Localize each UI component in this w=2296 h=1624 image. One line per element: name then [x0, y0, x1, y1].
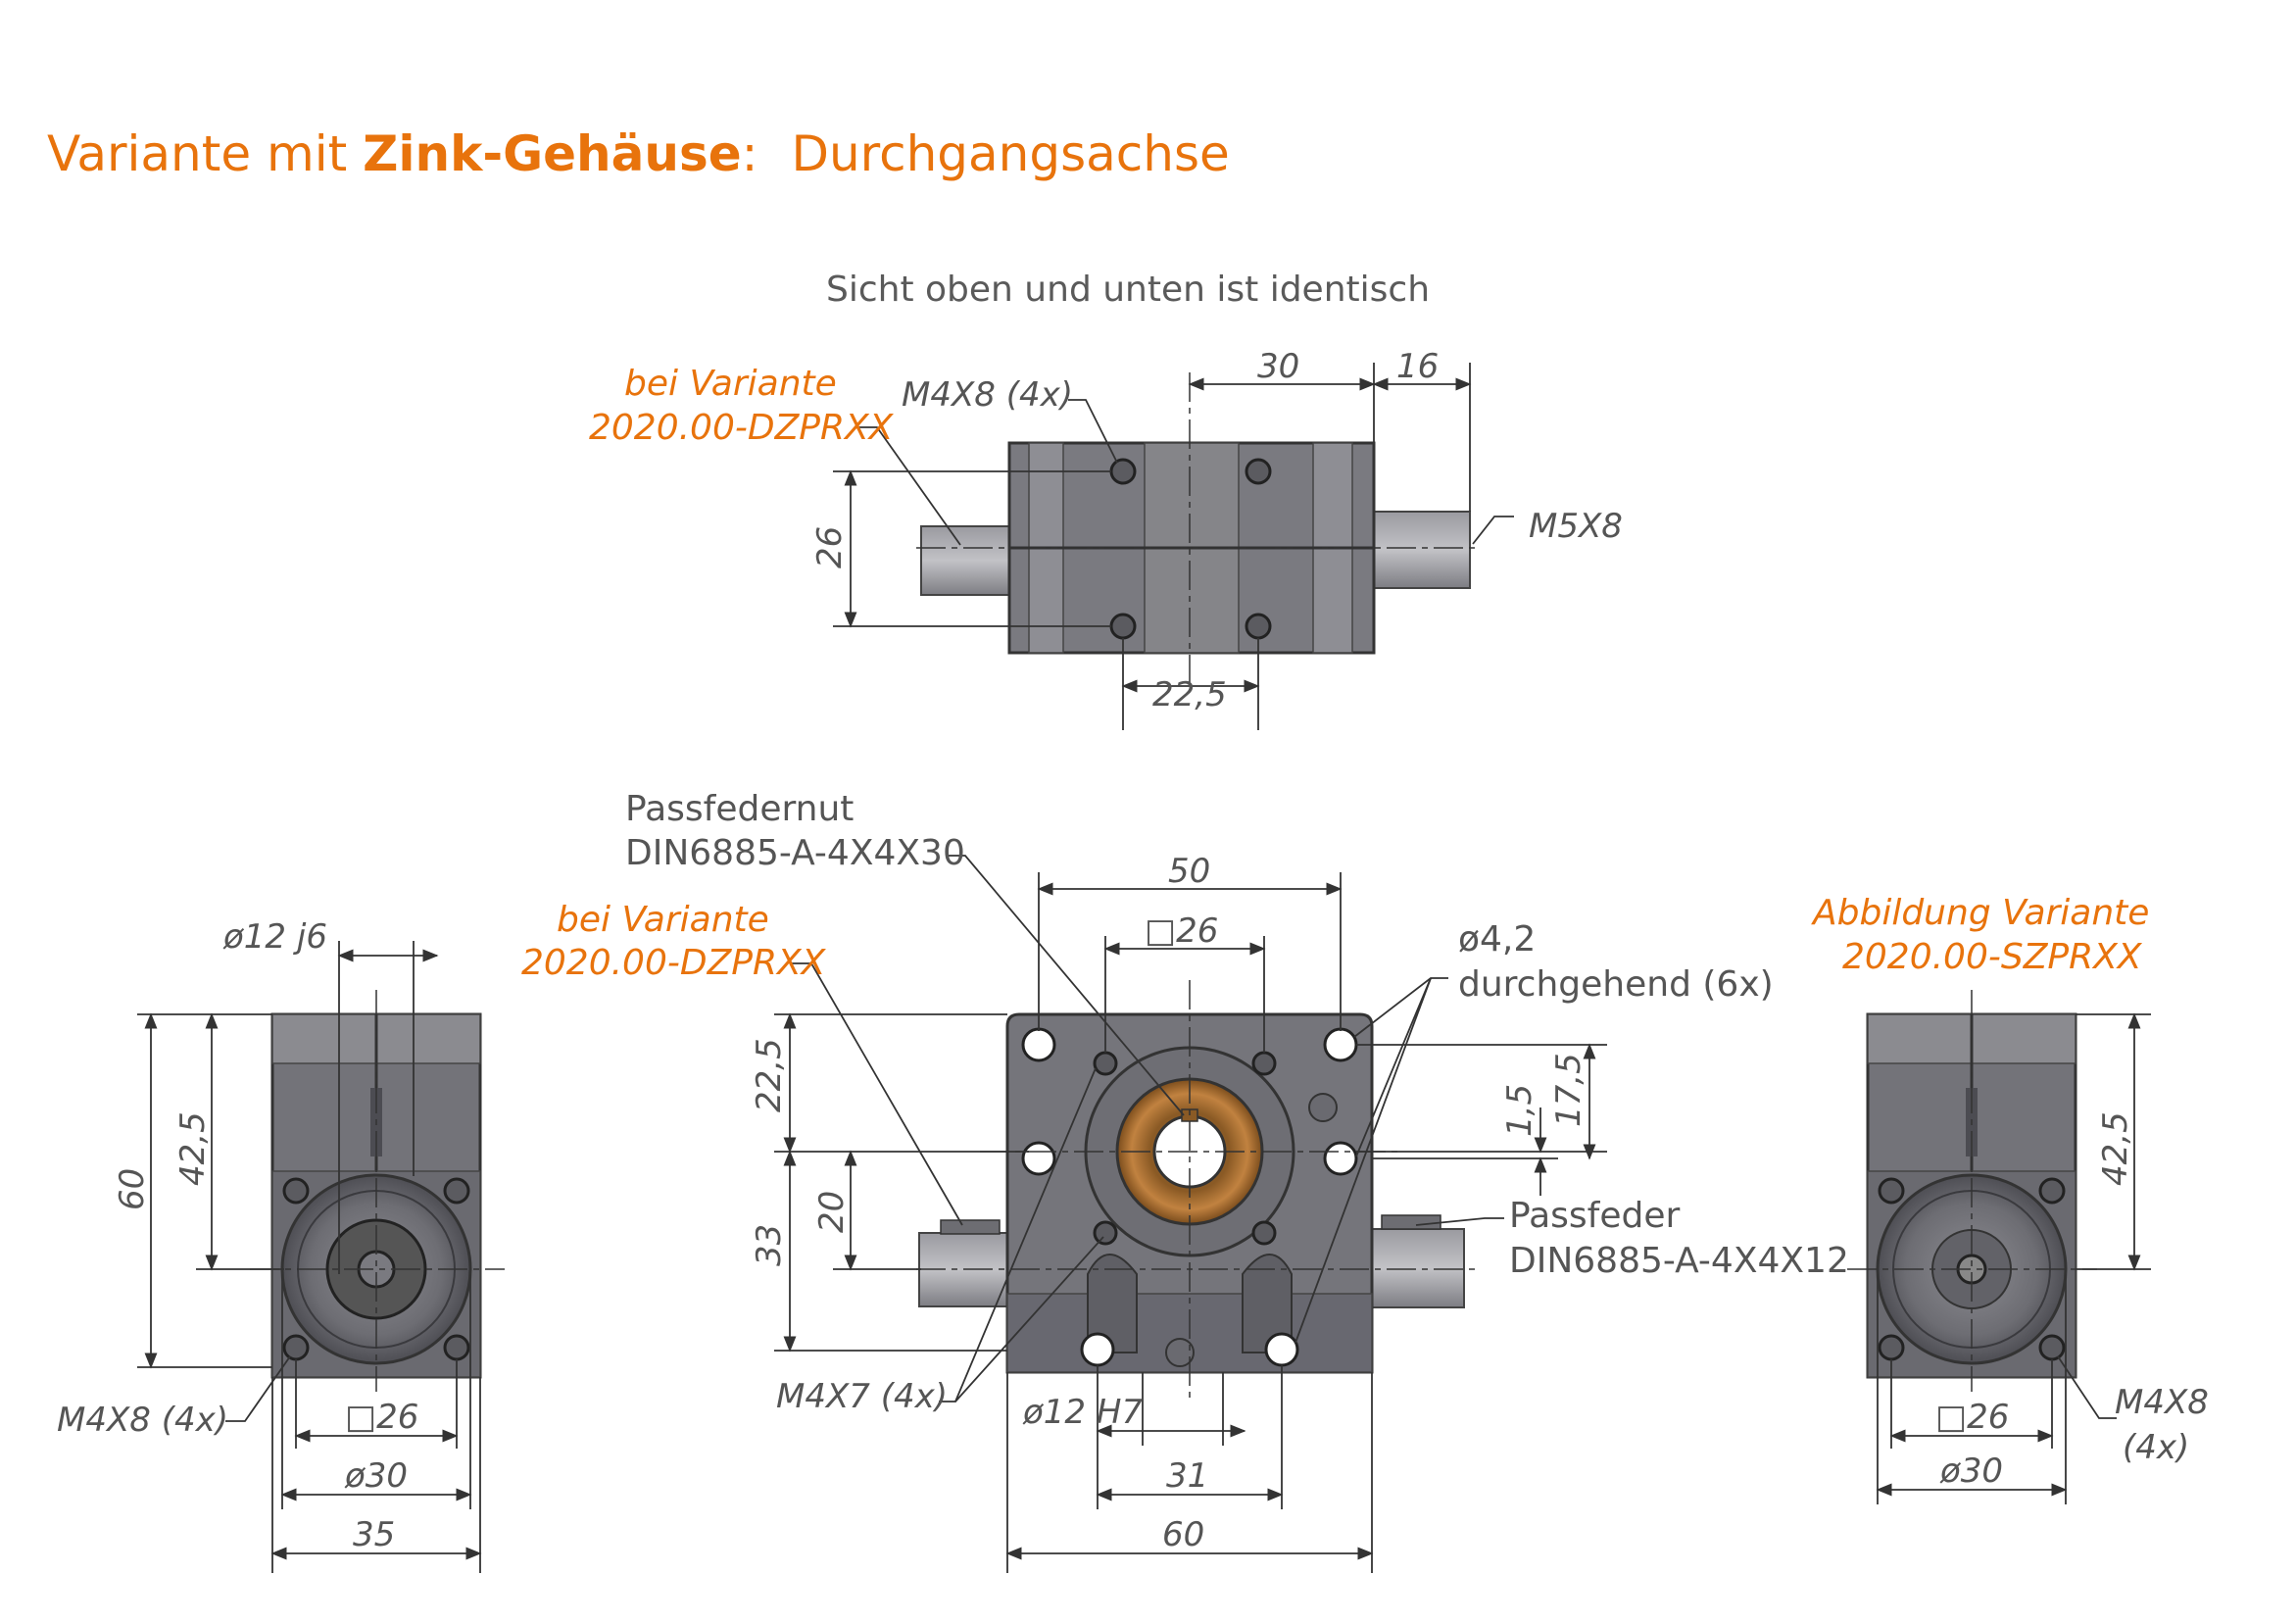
- left-view: ø12 j6 60 42,5 M4X8 (4x) □26 ø30 35: [57, 917, 505, 1573]
- front-view: Passfedernut DIN6885-A-4X4X30 bei Varian…: [521, 789, 1849, 1573]
- title-bold: Zink-Gehäuse: [363, 125, 742, 182]
- front-through-hole: [1080, 1332, 1115, 1367]
- front-dim-50: 50: [1168, 852, 1210, 891]
- left-dim-60: 60: [113, 1168, 152, 1210]
- top-right-shaft: [1371, 511, 1471, 589]
- left-dim-42-5: 42,5: [173, 1111, 213, 1186]
- variant-note-top-2: 2020.00-DZPRXX: [589, 408, 895, 448]
- top-hole: [1245, 458, 1272, 485]
- right-thread-label-2: (4x): [2123, 1428, 2189, 1467]
- right-note-2: 2020.00-SZPRXX: [1842, 937, 2143, 977]
- variant-note-front-2: 2020.00-DZPRXX: [521, 943, 827, 983]
- front-through-hole: [1021, 1027, 1056, 1062]
- top-hole: [1109, 458, 1137, 485]
- left-dim-35: 35: [353, 1515, 395, 1554]
- front-through-hole: [1021, 1141, 1056, 1176]
- top-view-caption: Sicht oben und unten ist identisch: [826, 270, 1430, 310]
- right-dim-d30: ø30: [1939, 1452, 2003, 1491]
- front-dim-22-5: 22,5: [750, 1038, 789, 1112]
- top-hole: [1109, 613, 1137, 640]
- thread-shaft-label: M5X8: [1529, 507, 1623, 546]
- front-dim-1-5: 1,5: [1500, 1084, 1539, 1137]
- left-dim-d30: ø30: [344, 1456, 408, 1496]
- right-dim-42-5: 42,5: [2096, 1111, 2135, 1186]
- right-dim-sq26: □26: [1935, 1398, 2009, 1437]
- front-dim-20: 20: [812, 1191, 852, 1233]
- hole-label-2: durchgehend (6x): [1458, 964, 1774, 1005]
- front-thread-label: M4X7 (4x): [776, 1377, 948, 1416]
- front-bore-label: ø12 H7: [1022, 1393, 1143, 1432]
- left-thread-label: M4X8 (4x): [57, 1401, 228, 1440]
- front-dim-60: 60: [1162, 1515, 1204, 1554]
- right-thread-label-1: M4X8: [2115, 1383, 2209, 1422]
- key-label-2: DIN6885-A-4X4X12: [1509, 1241, 1849, 1281]
- keyway-label-2: DIN6885-A-4X4X30: [625, 833, 965, 873]
- front-dim-33: 33: [750, 1224, 789, 1266]
- right-note-1: Abbildung Variante: [1811, 893, 2149, 933]
- title-prefix: Variante mit: [47, 125, 348, 182]
- right-view: Abbildung Variante 2020.00-SZPRXX 42,5 □…: [1811, 893, 2209, 1504]
- keyway-label-1: Passfedernut: [625, 789, 854, 829]
- title-suffix: Durchgangsachse: [791, 125, 1230, 182]
- page-title: Variante mit Zink-Gehäuse: Durchgangsach…: [47, 125, 1230, 182]
- top-hole: [1245, 613, 1272, 640]
- front-dim-17-5: 17,5: [1549, 1053, 1588, 1127]
- dim-26: 26: [810, 526, 850, 568]
- dim-30: 30: [1257, 347, 1299, 386]
- variant-note-top-1: bei Variante: [624, 364, 837, 404]
- variant-note-front-1: bei Variante: [557, 900, 769, 940]
- front-right-shaft: [1369, 1228, 1465, 1308]
- left-dim-sq26: □26: [345, 1398, 418, 1437]
- title-colon: :: [741, 125, 758, 182]
- thread-top-label: M4X8 (4x): [902, 375, 1073, 415]
- front-through-hole: [1323, 1141, 1358, 1176]
- left-dim-shaft: ø12 j6: [222, 917, 327, 957]
- dim-22-5: 22,5: [1152, 675, 1227, 714]
- front-through-hole: [1323, 1027, 1358, 1062]
- key-label-1: Passfeder: [1509, 1196, 1680, 1236]
- front-dim-sq26: □26: [1145, 911, 1218, 951]
- top-view: Sicht oben und unten ist identisch: [589, 270, 1623, 730]
- top-left-shaft: [920, 525, 1010, 596]
- dim-16: 16: [1396, 347, 1439, 386]
- hole-label-1: ø4,2: [1458, 919, 1536, 960]
- front-dim-31: 31: [1166, 1456, 1208, 1496]
- front-through-hole: [1264, 1332, 1299, 1367]
